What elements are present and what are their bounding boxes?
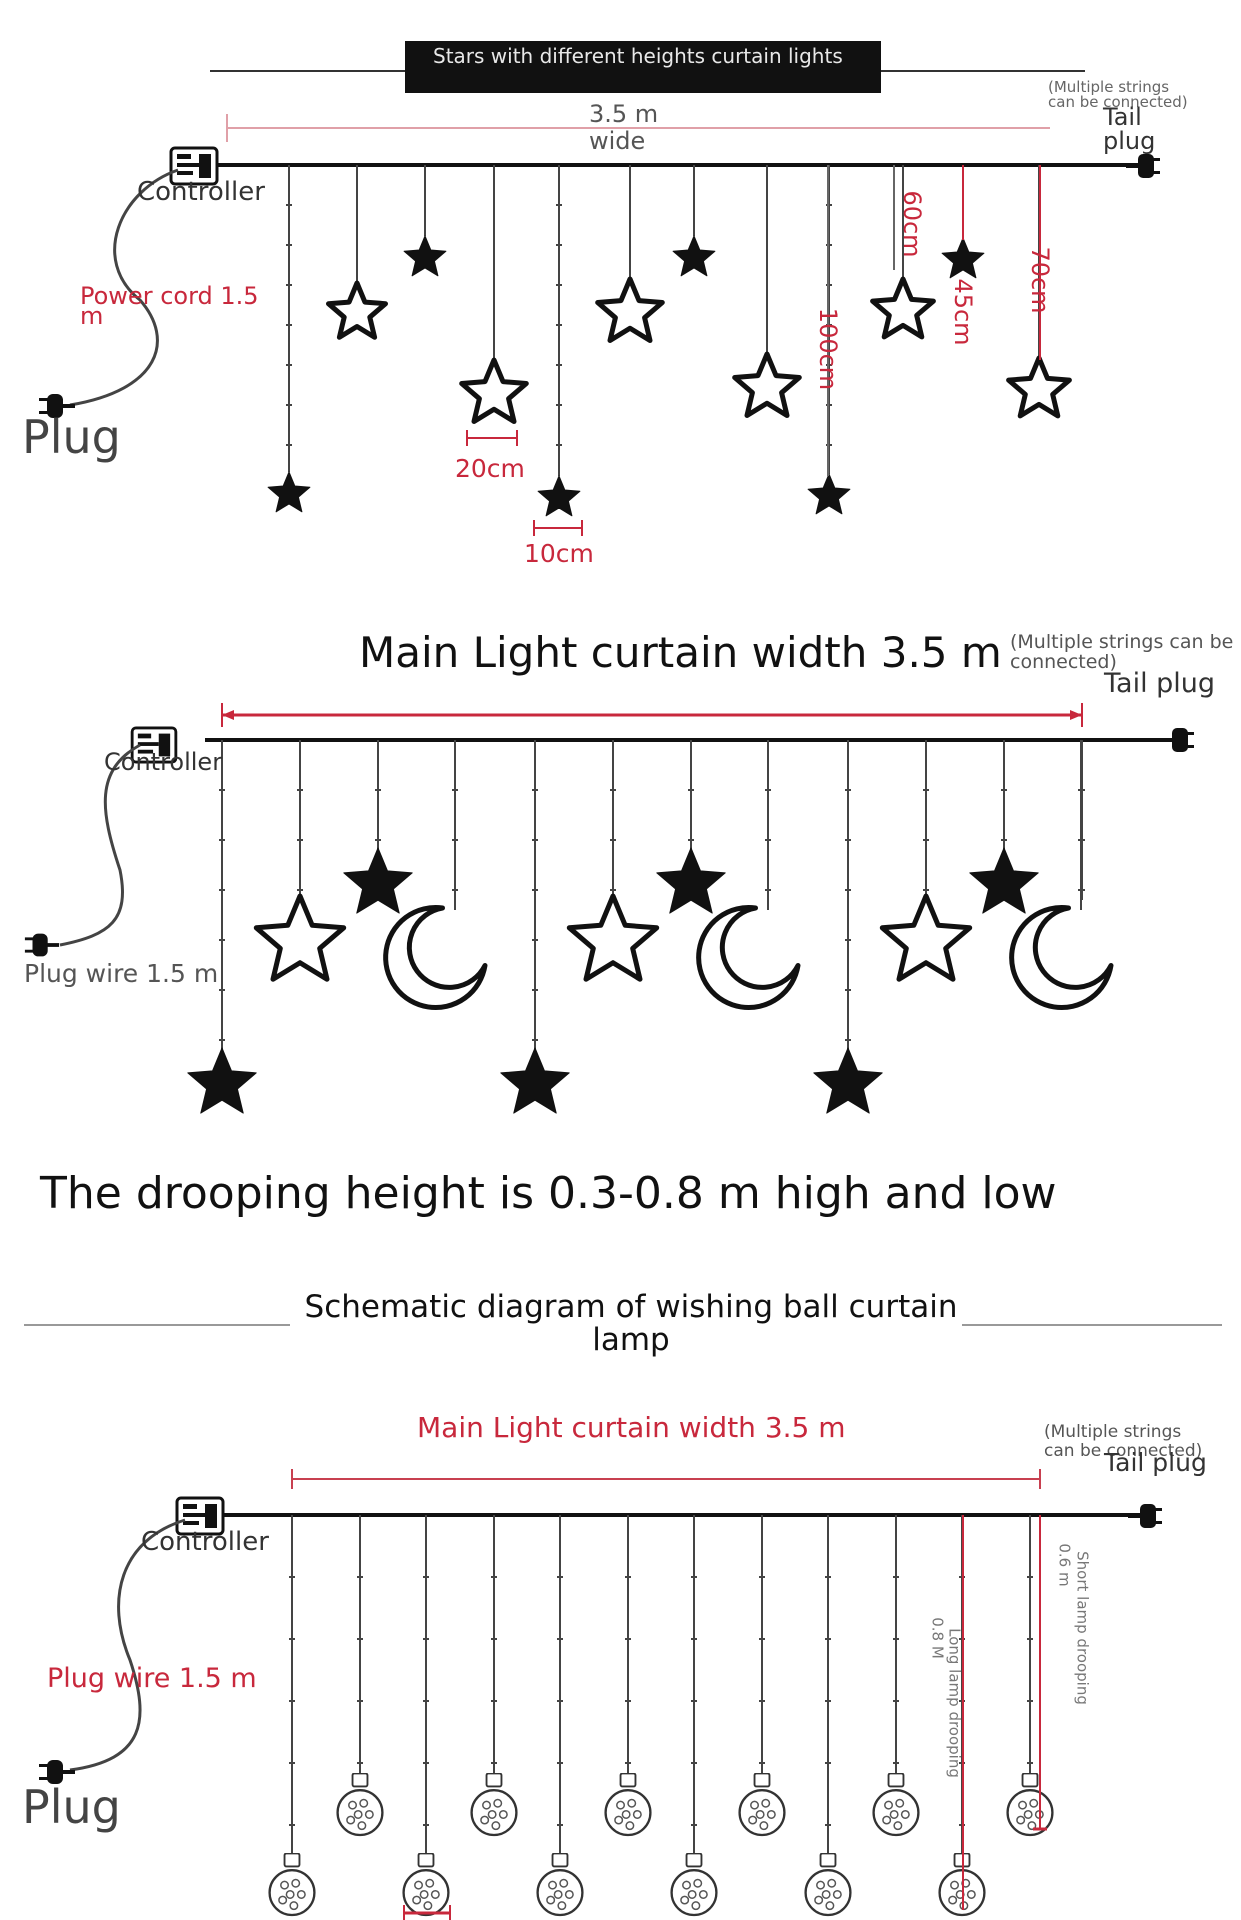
star-pendant-outline — [566, 893, 660, 982]
multiple-note3-line2: can be connected) — [1044, 1441, 1203, 1461]
plug-wire2-label: Plug wire 1.5 m — [24, 959, 219, 988]
drooping-height-note: The drooping height is 0.3-0.8 m high an… — [40, 1168, 1057, 1219]
star-pendant — [870, 276, 936, 340]
star-pendant — [537, 475, 581, 517]
wishing-ball-short — [1006, 1773, 1054, 1837]
width-arrow-head-left — [222, 710, 234, 720]
dim-70cm-label: 70cm — [1026, 246, 1054, 314]
multiple-note3-line1: (Multiple strings — [1044, 1422, 1182, 1442]
dim-60cm-label: 60cm — [898, 190, 926, 258]
wishing-ball-short — [872, 1773, 920, 1837]
tail-plug3-label: Tail plug — [1104, 1448, 1207, 1477]
multiple-note2-line1: (Multiple strings can be — [1010, 631, 1234, 653]
dim-100cm-label: 100cm — [814, 307, 842, 391]
wishing-ball-title-line1: Schematic diagram of wishing ball curtai… — [304, 1289, 958, 1325]
power-cord — [69, 168, 179, 407]
star-pendant-outline — [253, 893, 347, 982]
power-cord-label-line2: m — [80, 302, 104, 330]
tail-plug-icon-2 — [1160, 728, 1194, 752]
wishing-ball-long — [402, 1853, 450, 1917]
long-lamp-label-line2: 0.8 M — [928, 1617, 947, 1659]
tail-plug-icon-3 — [1128, 1504, 1162, 1528]
star-pendant — [595, 276, 665, 343]
section-stars-curtain — [39, 70, 1160, 536]
plug-icon-2 — [24, 933, 60, 957]
title-text: Stars with different heights curtain lig… — [433, 44, 843, 68]
wishing-ball-title-line2: lamp — [592, 1322, 670, 1358]
star-pendant-long — [500, 1047, 570, 1114]
plug3-label: Plug — [22, 1780, 121, 1834]
star-pendant-long — [813, 1047, 883, 1114]
multiple-note-line1: (Multiple strings — [1048, 78, 1170, 96]
wishing-ball-long — [670, 1853, 718, 1917]
short-lamp-label-line1: Short lamp drooping — [1073, 1551, 1092, 1705]
tail-plug-label-line1: Tail — [1103, 103, 1142, 131]
tail-plug2-label: Tail plug — [1104, 668, 1216, 699]
star-pendant — [941, 237, 985, 279]
plug-label: Plug — [22, 410, 121, 464]
moon-pendant — [383, 905, 488, 1011]
title-banner: Stars with different heights curtain lig… — [405, 41, 881, 93]
section-star-moon-curtain — [24, 703, 1194, 1114]
dim-10cm-label: 10cm — [524, 539, 594, 568]
star-pendant-small — [343, 847, 413, 914]
controller-label: Controller — [137, 177, 265, 207]
width-unit-label: wide — [589, 127, 646, 155]
star-pendant-small — [656, 847, 726, 914]
star-pendant — [807, 473, 851, 515]
power-cord-label-line1: Power cord 1.5 — [80, 282, 259, 310]
moon-pendant — [1009, 905, 1114, 1011]
controller3-label: Controller — [141, 1527, 269, 1557]
section-wishing-ball-curtain — [24, 1324, 1222, 1920]
star-pendant — [459, 357, 529, 424]
wishing-ball-short — [470, 1773, 518, 1837]
dim-20cm-label: 20cm — [455, 454, 525, 483]
dim-45cm-label: 45cm — [949, 278, 977, 346]
main-width3-label: Main Light curtain width 3.5 m — [417, 1411, 846, 1444]
star-pendant-long — [187, 1047, 257, 1114]
wishing-ball-long — [268, 1853, 316, 1917]
star-pendant-outline — [879, 893, 973, 982]
controller2-label: Controller — [104, 748, 223, 776]
tail-plug-label-line2: plug — [1103, 127, 1156, 155]
star-pendant — [672, 235, 716, 277]
long-lamp-label-line1: Long lamp drooping — [945, 1628, 964, 1778]
star-pendant — [326, 280, 388, 340]
width-arrow-head-right — [1070, 710, 1082, 720]
wishing-ball-long — [804, 1853, 852, 1917]
wishing-ball-long — [536, 1853, 584, 1917]
star-pendant — [267, 471, 311, 513]
main-width-title: Main Light curtain width 3.5 m — [359, 628, 1002, 677]
wishing-ball-short — [336, 1773, 384, 1837]
plug-wire3-label: Plug wire 1.5 m — [47, 1663, 257, 1694]
short-lamp-label-line2: 0.6 m — [1055, 1543, 1074, 1587]
width-value-label: 3.5 m — [589, 100, 659, 128]
wishing-ball-short — [604, 1773, 652, 1837]
star-pendant-small — [969, 847, 1039, 914]
plug-wire-2 — [59, 743, 141, 947]
star-pendant — [732, 351, 802, 418]
star-pendant — [1006, 355, 1072, 419]
wishing-ball-short — [738, 1773, 786, 1837]
star-pendant — [403, 235, 447, 277]
multiple-note2-line2: connected) — [1010, 651, 1117, 673]
tail-plug-icon — [1126, 154, 1160, 178]
moon-pendant — [696, 905, 801, 1011]
multiple-note-line2: can be connected) — [1048, 93, 1188, 111]
plug-wire-3 — [69, 1518, 186, 1772]
